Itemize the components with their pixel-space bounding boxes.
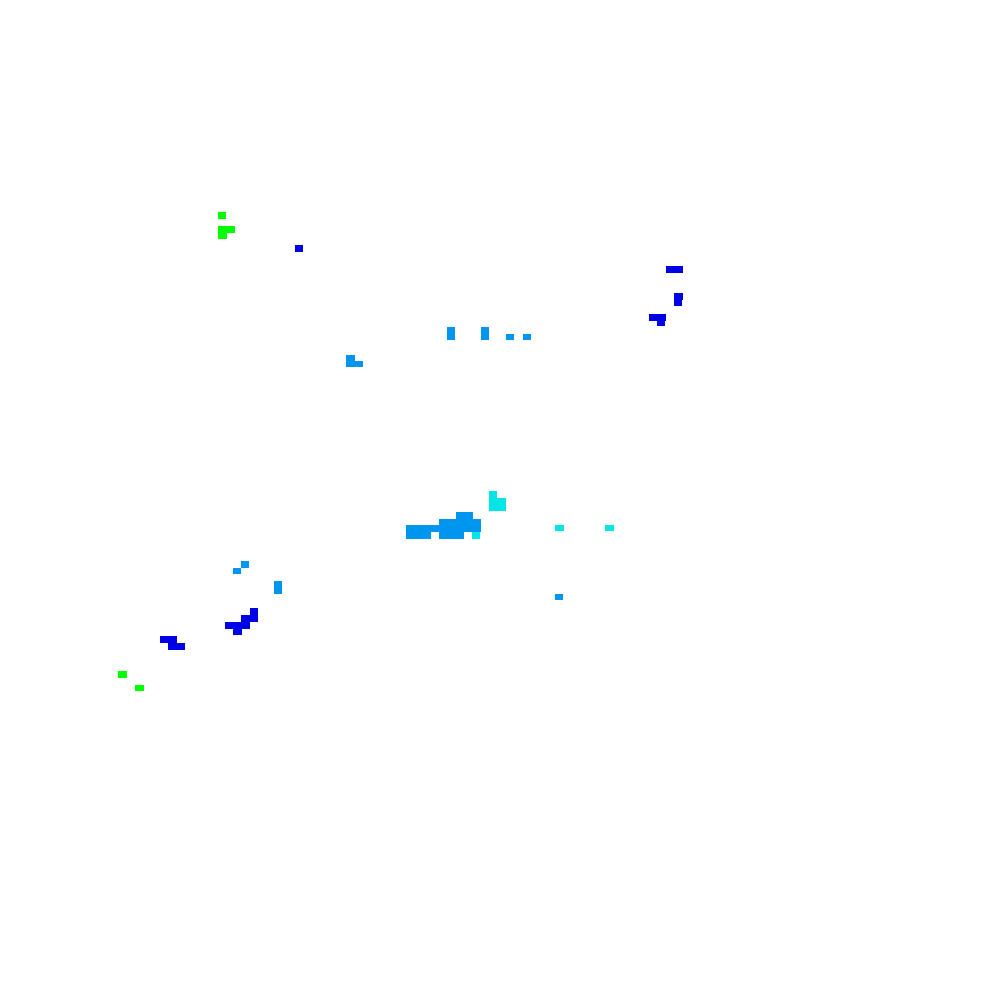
lower-left-cluster-block-4 (233, 629, 242, 635)
left-mid-cluster-block-3 (274, 581, 282, 588)
green-cluster-top-block-3 (218, 232, 227, 239)
center-cluster-block-1 (456, 512, 473, 519)
mid-row-cluster (346, 327, 531, 367)
mid-row-cluster-block-6 (523, 334, 531, 340)
mid-row-cluster-block-1 (447, 327, 455, 334)
right-arc-cluster-block-4 (649, 314, 666, 321)
mid-row-cluster-block-7 (346, 355, 355, 362)
lower-left-cluster-block-5 (160, 636, 177, 643)
right-arc-cluster-block-1 (666, 266, 683, 273)
green-cluster-top (218, 212, 235, 239)
left-mid-cluster-block-1 (241, 561, 249, 568)
cyan-cluster-block-4 (555, 525, 564, 531)
cyan-cluster (472, 491, 614, 539)
cyan-cluster-block-1 (489, 491, 497, 498)
left-mid-cluster-block-2 (233, 568, 241, 574)
lower-left-cluster-block-6 (168, 643, 185, 650)
center-cluster-block-2 (439, 519, 481, 526)
blue-dot-top (295, 245, 303, 252)
mid-row-cluster-block-3 (481, 327, 489, 334)
left-mid-cluster-block-4 (274, 588, 282, 594)
center-cluster-block-5 (423, 532, 431, 539)
green-cluster-bottom-block-2 (135, 685, 144, 691)
green-cluster-top-block-2 (218, 226, 235, 233)
right-arc-cluster-block-3 (674, 300, 682, 306)
center-cluster-block-4 (406, 532, 423, 539)
right-arc-cluster-block-5 (657, 320, 665, 326)
mid-row-cluster-block-4 (481, 334, 489, 340)
right-arc-cluster-block-2 (674, 293, 683, 300)
right-arc-cluster (649, 266, 683, 326)
cyan-cluster-block-5 (605, 525, 614, 531)
left-mid-cluster-block-5 (555, 594, 563, 600)
mid-row-cluster-block-8 (346, 361, 354, 367)
cyan-cluster-block-3 (472, 532, 480, 539)
cyan-cluster-block-2 (489, 498, 506, 511)
lower-left-cluster-block-2 (241, 615, 258, 622)
green-cluster-bottom (118, 671, 144, 691)
center-cluster-block-8 (456, 532, 464, 539)
center-cluster-block-7 (447, 525, 456, 539)
lower-left-cluster (160, 608, 258, 650)
mid-row-cluster-block-9 (354, 361, 363, 367)
center-cluster-block-6 (439, 532, 447, 539)
mid-row-cluster-block-2 (447, 334, 455, 340)
mid-row-cluster-block-5 (506, 334, 514, 340)
blue-dot-top-block-1 (295, 245, 303, 252)
center-cluster (406, 512, 481, 539)
green-cluster-top-block-1 (218, 212, 226, 219)
center-cluster-block-3 (406, 525, 481, 532)
left-mid-cluster (233, 561, 563, 600)
lower-left-cluster-block-3 (225, 622, 250, 629)
lower-left-cluster-block-1 (250, 608, 258, 615)
green-cluster-bottom-block-1 (118, 671, 127, 678)
